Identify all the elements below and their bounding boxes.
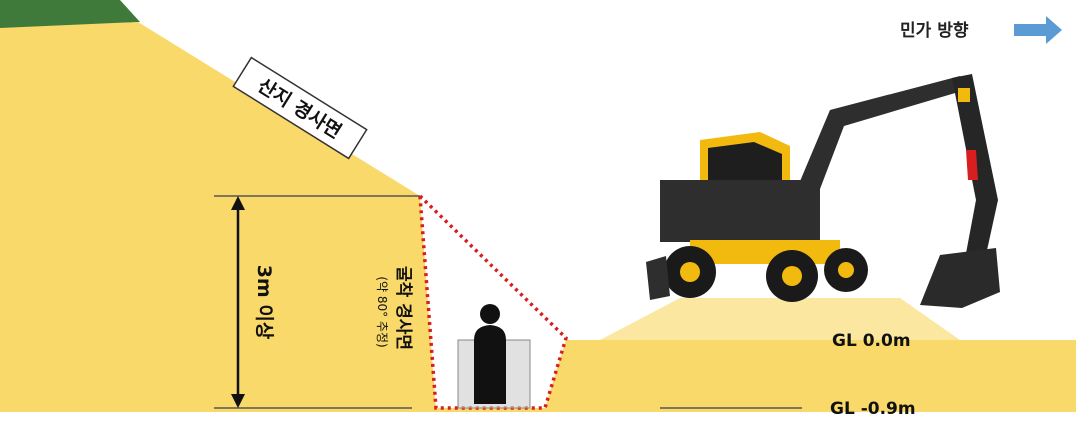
- height-arrow-top: [231, 196, 245, 210]
- excavator-mound: [600, 298, 960, 340]
- gl-bottom-label: GL -0.9m: [830, 399, 916, 419]
- excavation-slope-note: (약 80° 추정): [375, 276, 390, 347]
- right-ground: [545, 340, 1076, 412]
- excavator-illustration: [646, 74, 1000, 308]
- gl-top-label: GL 0.0m: [832, 331, 911, 351]
- height-label: 3m 이상: [253, 265, 275, 340]
- arrow-right-icon: [1014, 16, 1062, 44]
- direction-indicator: 민가 방향: [900, 16, 1062, 44]
- excavation-slope-line: [418, 194, 568, 410]
- grass-patch: [0, 0, 140, 30]
- direction-label: 민가 방향: [900, 20, 969, 41]
- excavation-slope-label: 굴착 경사면: [393, 266, 413, 350]
- worker-figure: [457, 304, 531, 409]
- height-arrow-bottom: [231, 394, 245, 408]
- mountain-ground: [0, 22, 436, 408]
